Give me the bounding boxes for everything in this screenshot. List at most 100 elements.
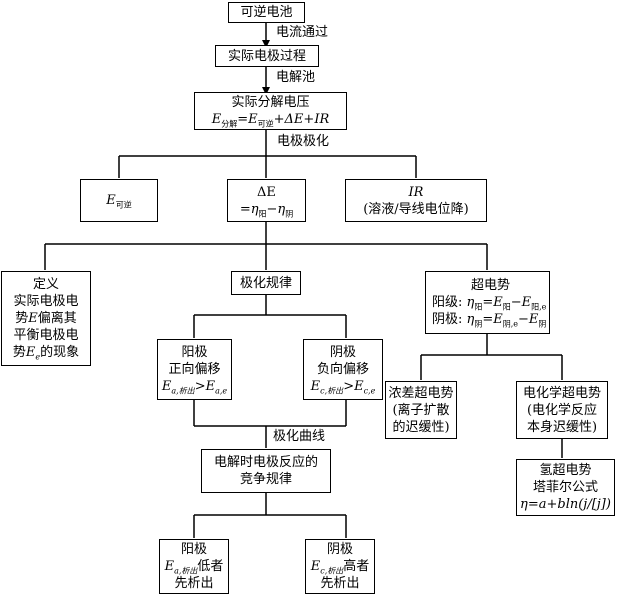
node-conc-over: 浓差超电势 (离子扩散 的迟缓性) — [385, 381, 457, 439]
cathode-shift-e: E — [310, 379, 321, 394]
node-definition: 定义 实际电极电 势E偏离其 平衡电极电 势Ee的现象 — [1, 271, 91, 366]
node-competition: 电解时电极反应的 竞争规律 — [201, 449, 331, 493]
anode-first-rest: 低者 — [197, 559, 224, 574]
delta-e-sub-c: 阴 — [285, 209, 294, 219]
delta-e-sub-a: 阳 — [258, 209, 267, 219]
over-cathode-eta: η — [466, 312, 475, 327]
echem-over-l1: 电化学超电势 — [522, 385, 601, 401]
cathode-first-l3: 先析出 — [320, 576, 360, 591]
cathode-first-rest: 高者 — [343, 559, 370, 574]
node-actual-process: 实际电极过程 — [215, 45, 319, 67]
hydrogen-l2: 塔菲尔公式 — [532, 480, 598, 495]
competition-l2: 竞争规律 — [239, 472, 292, 487]
hydrogen-l3: η=a+bln(j/[j]) — [520, 497, 611, 512]
e-rev-text: E可逆 — [106, 192, 132, 209]
echem-over-l3: 本身迟缓性) — [526, 419, 598, 435]
node-cathode-shift: 阴极 负向偏移 Ec,析出>Ec,e — [303, 339, 383, 400]
decomp-eq: = — [237, 112, 249, 127]
node-anode-first: 阳极 Ea,析出低者 先析出 — [159, 539, 229, 594]
overpotential-cathode: 阴极: η阴=E阴,e−E阴 — [432, 311, 546, 328]
e-rev-e: E — [106, 193, 116, 208]
anode-first-l1: 阳极 — [180, 542, 207, 557]
definition-l2: 实际电极电 — [13, 294, 79, 309]
definition-l3c: 偏离其 — [37, 311, 77, 326]
node-e-reversible: E可逆 — [80, 179, 158, 222]
cathode-shift-gt: >E — [343, 379, 364, 394]
decomp-rest: +ΔE+IR — [273, 112, 330, 127]
definition-l1: 定义 — [32, 277, 59, 292]
decomp-voltage-title: 实际分解电压 — [231, 95, 310, 110]
over-anode-e2-sub: 阳,e — [531, 302, 547, 312]
edge-label-electrode-polarization: 电极极化 — [277, 134, 330, 149]
definition-l5b: E — [25, 345, 36, 360]
delta-e-formula: =η阳−η阴 — [240, 201, 293, 218]
anode-shift-sub2: a,e — [215, 386, 228, 396]
over-cathode-eq: =E — [482, 312, 503, 327]
anode-shift-formula: Ea,析出>Ea,e — [162, 378, 227, 395]
definition-l3b: E — [28, 311, 38, 326]
cathode-shift-sub: c,析出 — [320, 386, 344, 396]
definition-l5: 势Ee的现象 — [13, 344, 79, 361]
over-anode-minus: −E — [510, 295, 532, 310]
cathode-first-l2: Ec,析出高者 — [311, 558, 370, 575]
cathode-first-e: E — [310, 559, 321, 574]
over-cathode-label: 阴极: — [432, 312, 463, 327]
decomp-sub: 分解 — [221, 119, 238, 129]
node-actual-process-text: 实际电极过程 — [227, 48, 306, 64]
over-cathode-e2-sub: 阴 — [538, 319, 547, 329]
node-anode-shift: 阳极 正向偏移 Ea,析出>Ea,e — [157, 339, 232, 400]
definition-l3a: 势 — [15, 311, 29, 326]
edge-label-electrolysis-cell: 电解池 — [276, 70, 316, 85]
node-cathode-first: 阴极 Ec,析出高者 先析出 — [305, 539, 375, 594]
conc-over-l1: 浓差超电势 — [388, 385, 454, 401]
node-decomp-voltage: 实际分解电压 E分解=E可逆+ΔE+IR — [194, 92, 347, 130]
cathode-shift-l1: 阴极 — [329, 345, 356, 360]
anode-shift-l1: 阳极 — [181, 345, 208, 360]
anode-shift-sub: a,析出 — [171, 386, 195, 396]
edge-label-polarization-curve: 极化曲线 — [273, 429, 326, 444]
over-anode-eq: =E — [482, 295, 503, 310]
over-anode-eta: η — [466, 295, 475, 310]
e-rev-sub: 可逆 — [115, 200, 132, 210]
over-anode-e-sub: 阳 — [502, 302, 511, 312]
cathode-first-l1: 阴极 — [326, 542, 353, 557]
ir-desc: (溶液/导线电位降) — [363, 201, 469, 217]
definition-l5sub: e — [35, 352, 41, 362]
node-delta-e: ΔE =η阳−η阴 — [227, 179, 306, 222]
over-cathode-e-sub: 阴,e — [502, 319, 518, 329]
anode-shift-l2: 正向偏移 — [168, 362, 221, 377]
node-overpotential: 超电势 阳级: η阳=E阳−E阳,e 阴极: η阴=E阴,e−E阴 — [425, 271, 550, 334]
anode-shift-e: E — [161, 379, 172, 394]
anode-first-l2: Ea,析出低者 — [165, 558, 224, 575]
node-hydrogen-over: 氢超电势 塔菲尔公式 η=a+bln(j/[j]) — [516, 459, 615, 516]
anode-first-sub: a,析出 — [174, 566, 198, 576]
overpotential-title: 超电势 — [470, 278, 510, 293]
definition-l5a: 势 — [12, 345, 26, 360]
definition-l5c: 的现象 — [40, 345, 80, 360]
anode-first-e: E — [164, 559, 175, 574]
ir-title: IR — [408, 184, 424, 200]
conc-over-l2: (离子扩散 — [392, 402, 450, 418]
node-ir: IR (溶液/导线电位降) — [345, 179, 487, 222]
node-polarization-law: 极化规律 — [231, 271, 301, 295]
delta-e-title: ΔE — [257, 184, 276, 200]
delta-e-eta-c: −η — [266, 201, 286, 217]
over-anode-eta-sub: 阳 — [474, 302, 483, 312]
node-reversible-cell-text: 可逆电池 — [240, 5, 293, 20]
node-reversible-cell: 可逆电池 — [228, 2, 305, 23]
cathode-shift-l2: 负向偏移 — [316, 362, 369, 377]
cathode-shift-sub2: c,e — [363, 386, 376, 396]
anode-shift-gt: >E — [194, 379, 216, 394]
overpotential-anode: 阳级: η阳=E阳−E阳,e — [432, 294, 546, 311]
anode-first-l3: 先析出 — [174, 576, 214, 591]
definition-l3: 势E偏离其 — [15, 310, 77, 327]
definition-l4: 平衡电极电 — [13, 328, 79, 343]
echem-over-l2: (电化学反应 — [526, 402, 598, 418]
decomp-sub-rev: 可逆 — [257, 119, 274, 129]
edge-label-current-pass: 电流通过 — [276, 25, 329, 40]
competition-l1: 电解时电极反应的 — [213, 455, 318, 470]
node-electrochem-over: 电化学超电势 (电化学反应 本身迟缓性) — [516, 381, 608, 439]
decomp-e: E — [211, 112, 222, 127]
conc-over-l3: 的迟缓性) — [392, 419, 450, 435]
